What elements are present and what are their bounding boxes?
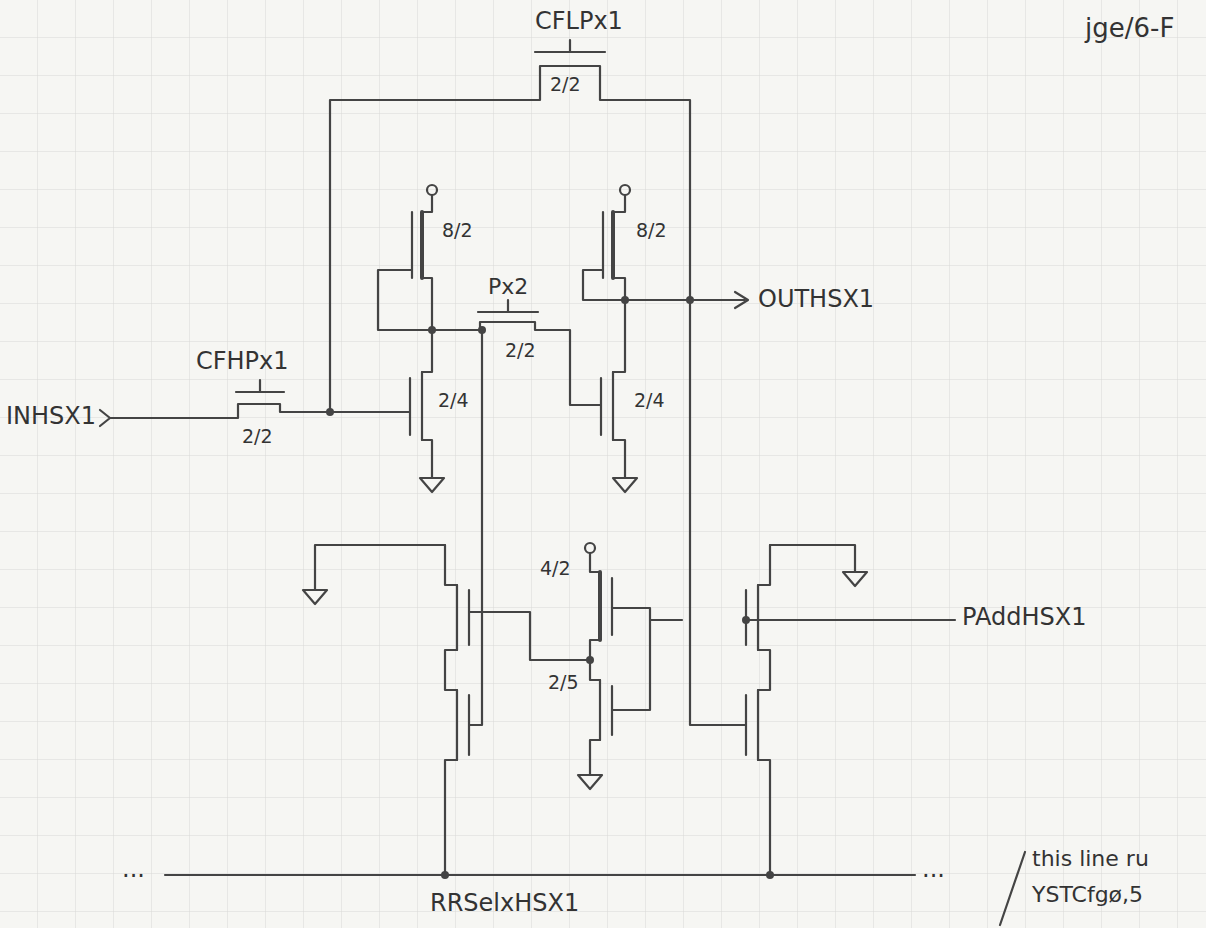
- signal-name: CFLPx1: [535, 8, 623, 36]
- device-name: Px2: [488, 274, 528, 299]
- size-ratio: 2/4: [634, 390, 665, 412]
- signal-name: CFHPx1: [196, 348, 289, 376]
- size-ratio: 2/2: [242, 426, 273, 448]
- note-text: YSTCfgø,5: [1032, 882, 1143, 907]
- note-text: this line ru: [1032, 846, 1149, 871]
- size-ratio: 2/2: [550, 74, 581, 96]
- wires: [100, 40, 1025, 925]
- continuation-dots: ...: [122, 856, 145, 884]
- continuation-dots: ...: [922, 856, 945, 884]
- size-ratio: 2/5: [548, 672, 579, 694]
- note-text: jge/6-F: [1085, 14, 1174, 44]
- signal-name: RRSelxHSX1: [430, 890, 579, 918]
- signal-name: INHSX1: [6, 403, 96, 431]
- size-ratio: 8/2: [442, 220, 473, 242]
- size-ratio: 2/2: [505, 340, 536, 362]
- signal-name: PAddHSX1: [962, 604, 1086, 632]
- size-ratio: 2/4: [438, 390, 469, 412]
- junction-dots: [326, 296, 774, 879]
- size-ratio: 4/2: [540, 558, 571, 580]
- signal-name: OUTHSX1: [758, 286, 874, 314]
- size-ratio: 8/2: [636, 220, 667, 242]
